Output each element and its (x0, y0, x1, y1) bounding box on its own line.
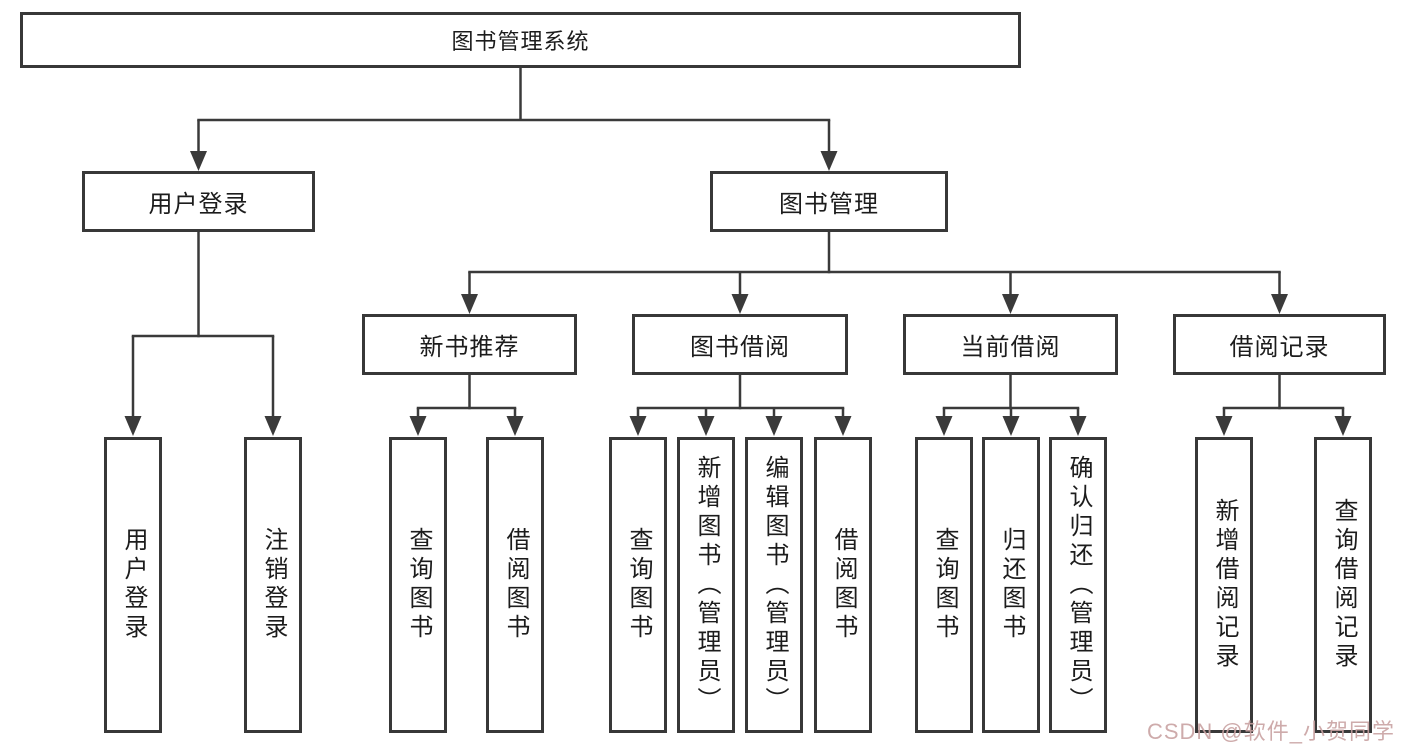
leaf-recommend-borrow-books: 借阅图书 (486, 437, 544, 733)
node-label: 图书借阅 (690, 334, 790, 361)
leaf-borrowing-borrow-books: 借阅图书 (814, 437, 872, 733)
node-library-management-system: 图书管理系统 (20, 12, 1021, 68)
node-new-book-recommendation: 新书推荐 (362, 314, 577, 375)
leaf-recommend-query-books: 查询图书 (389, 437, 447, 733)
leaf-borrowing-query-books: 查询图书 (609, 437, 667, 733)
node-label: 借阅记录 (1229, 334, 1330, 361)
node-label: 归还图书 (998, 527, 1025, 643)
leaf-edit-books-admin: 编辑图书（管理员） (745, 437, 803, 733)
leaf-confirm-return-admin: 确认归还（管理员） (1049, 437, 1107, 733)
leaf-add-books-admin: 新增图书（管理员） (677, 437, 735, 733)
leaf-return-books: 归还图书 (982, 437, 1040, 733)
node-label: 用户登录 (120, 527, 147, 643)
node-label: 借阅图书 (830, 527, 857, 643)
node-label: 图书管理系统 (451, 29, 590, 54)
node-label: 确认归还（管理员） (1065, 454, 1092, 716)
node-label: 查询图书 (405, 527, 432, 643)
node-label: 编辑图书（管理员） (761, 454, 788, 716)
node-label: 查询借阅记录 (1330, 498, 1357, 672)
node-label: 图书管理 (779, 191, 879, 218)
leaf-logout: 注销登录 (244, 437, 302, 733)
node-book-management: 图书管理 (710, 171, 948, 232)
leaf-current-query-books: 查询图书 (915, 437, 973, 733)
node-book-borrowing: 图书借阅 (632, 314, 848, 375)
leaf-user-login: 用户登录 (104, 437, 162, 733)
node-label: 注销登录 (260, 527, 287, 643)
node-label: 查询图书 (625, 527, 652, 643)
node-borrowing-records: 借阅记录 (1173, 314, 1386, 375)
node-user-login: 用户登录 (82, 171, 315, 232)
node-label: 查询图书 (931, 527, 958, 643)
node-label: 新增借阅记录 (1211, 498, 1238, 672)
csdn-watermark: CSDN @软件_小贺同学 (1146, 719, 1395, 744)
node-label: 新增图书（管理员） (693, 454, 720, 716)
node-label: 用户登录 (148, 191, 249, 218)
node-current-borrowing: 当前借阅 (903, 314, 1118, 375)
node-label: 借阅图书 (502, 527, 529, 643)
leaf-add-borrow-record: 新增借阅记录 (1195, 437, 1253, 733)
node-label: 新书推荐 (419, 334, 520, 361)
leaf-query-borrow-record: 查询借阅记录 (1314, 437, 1372, 733)
node-label: 当前借阅 (960, 334, 1061, 361)
